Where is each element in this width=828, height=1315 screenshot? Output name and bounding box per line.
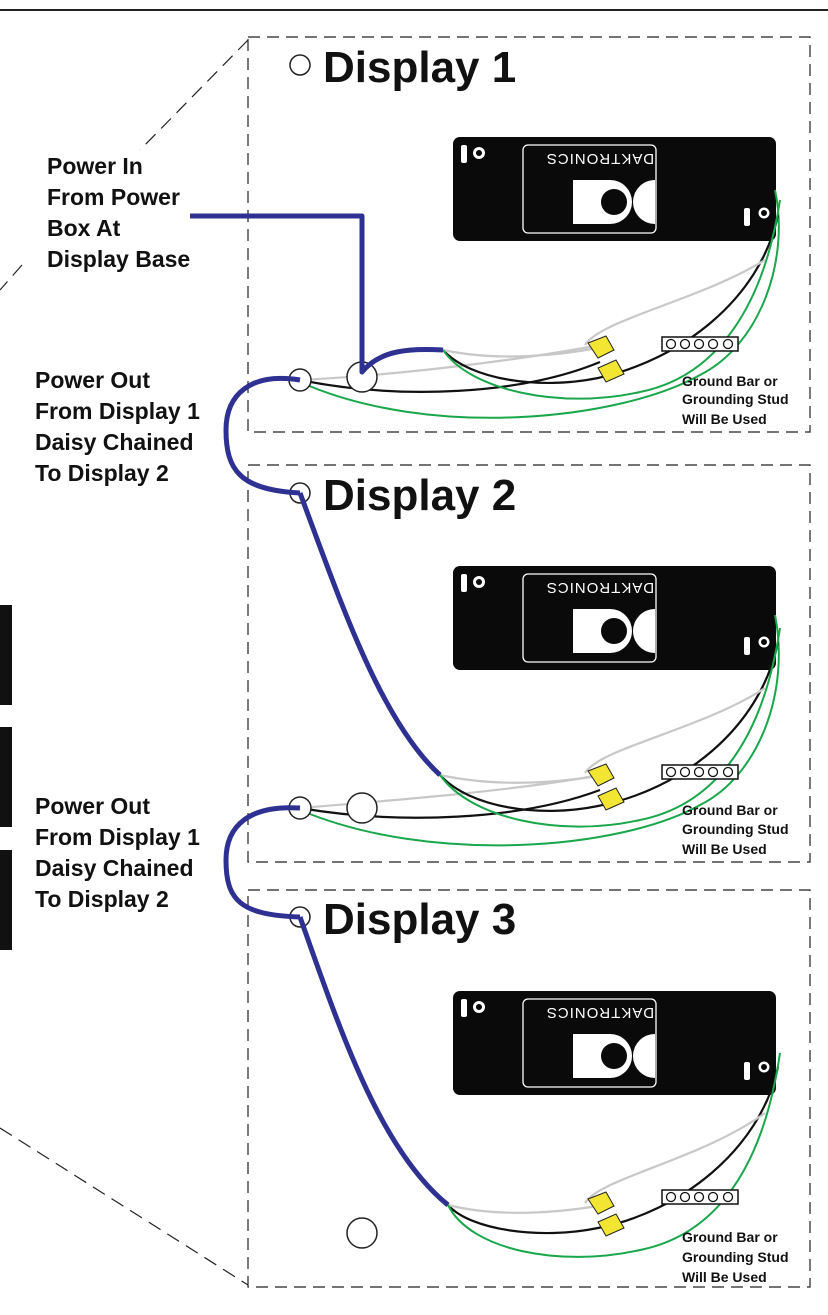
conduit-fitting-icon (744, 206, 771, 226)
ground-note-line-1: Ground Bar or (682, 1229, 778, 1245)
ground-wire (299, 614, 780, 847)
ground-bar-icon (661, 1189, 739, 1205)
cropped-panel-edge-1 (0, 605, 12, 705)
ground-bar-icon (661, 764, 739, 780)
brand-logo-dot (601, 618, 627, 644)
perspective-line-top (139, 39, 249, 151)
power-in-label-line-2: From Power (47, 184, 180, 210)
black-wire (299, 360, 601, 393)
power-out-2-label-line-1: Power Out (35, 793, 150, 819)
white-wire-return (447, 1112, 766, 1214)
power-in-label-line-1: Power In (47, 153, 143, 179)
power-in-cable (190, 213, 444, 375)
power-in-label-line-4: Display Base (47, 246, 190, 272)
power-out-1-label-line-4: To Display 2 (35, 460, 169, 486)
brand-logo-arc (633, 609, 655, 653)
display-3-section: Display 3 DAKTRONICS (289, 895, 789, 1285)
daisy-chain-cable-1-run (297, 492, 442, 777)
ground-bar-icon (661, 336, 739, 352)
brand-label: DAKTRONICS (546, 1004, 654, 1021)
wire-nut-icon (587, 1191, 615, 1215)
ground-note-line-2: Grounding Stud (682, 821, 789, 837)
brand-logo-dot (601, 189, 627, 215)
ground-note-line-1: Ground Bar or (682, 802, 778, 818)
mount-hole-icon (289, 54, 311, 76)
wire-nut-icon (597, 787, 625, 811)
wire-nut-icon (597, 1213, 625, 1237)
ground-note-line-2: Grounding Stud (682, 391, 789, 407)
conduit-fitting-icon (744, 1060, 771, 1080)
power-out-2-label-line-2: From Display 1 (35, 824, 200, 850)
ground-wire-return (442, 199, 781, 400)
display-2-section: Display 2 DAKTRONICS (288, 471, 789, 857)
display-1-frame (247, 36, 811, 433)
power-in-label-line-3: Box At (47, 215, 121, 241)
display-3-frame (247, 889, 811, 1288)
wire-nut-icon (587, 335, 615, 359)
control-box-inner-frame (522, 144, 657, 234)
display-1-title: Display 1 (323, 43, 516, 92)
power-out-1-label-line-2: From Display 1 (35, 398, 200, 424)
brand-logo-arc (633, 180, 655, 224)
knockout-icon (346, 1217, 378, 1249)
control-box-inner-frame (522, 998, 657, 1088)
wire-nut-icon (597, 359, 625, 383)
knockout-icon (346, 792, 378, 824)
conduit-fitting-icon (461, 574, 485, 592)
perspective-line-bottom (0, 1127, 249, 1286)
ground-wire (299, 189, 780, 419)
wire-nut-icon (587, 763, 615, 787)
white-wire (299, 343, 601, 382)
black-wire (299, 788, 601, 819)
cropped-panel-edge-3 (0, 850, 12, 950)
perspective-line-left (0, 264, 23, 291)
daisy-chain-cable-2-run (297, 916, 450, 1207)
ground-note-line-3: Will Be Used (682, 841, 767, 857)
display-2-title: Display 2 (323, 471, 516, 520)
ground-note-line-1: Ground Bar or (682, 373, 778, 389)
ground-note-line-2: Grounding Stud (682, 1249, 789, 1265)
display-1-section: Display 1 DAKTRONICS (288, 43, 789, 427)
cropped-panel-edge-2 (0, 727, 12, 827)
display-2-frame (247, 464, 811, 863)
display-3-title: Display 3 (323, 895, 516, 944)
ground-wire-return (447, 1052, 781, 1258)
white-wire-return (442, 259, 766, 358)
conduit-fitting-icon (744, 635, 771, 655)
brand-logo-arc (633, 1034, 655, 1078)
brand-label: DAKTRONICS (546, 579, 654, 596)
power-out-1-label-line-1: Power Out (35, 367, 150, 393)
brand-label: DAKTRONICS (546, 150, 654, 167)
white-wire-return (439, 687, 766, 784)
power-out-2-label-line-3: Daisy Chained (35, 855, 194, 881)
conduit-fitting-icon (461, 999, 485, 1017)
power-out-1-label-line-3: Daisy Chained (35, 429, 194, 455)
control-box-inner-frame (522, 573, 657, 663)
ground-note-line-3: Will Be Used (682, 411, 767, 427)
ground-note-line-3: Will Be Used (682, 1269, 767, 1285)
daisy-chain-cable-1-loop (223, 376, 301, 496)
ground-wire-return (439, 627, 781, 828)
brand-logo-dot (601, 1043, 627, 1069)
daisy-chain-cable-2-loop (223, 805, 301, 920)
power-out-2-label-line-4: To Display 2 (35, 886, 169, 912)
conduit-fitting-icon (461, 145, 485, 163)
